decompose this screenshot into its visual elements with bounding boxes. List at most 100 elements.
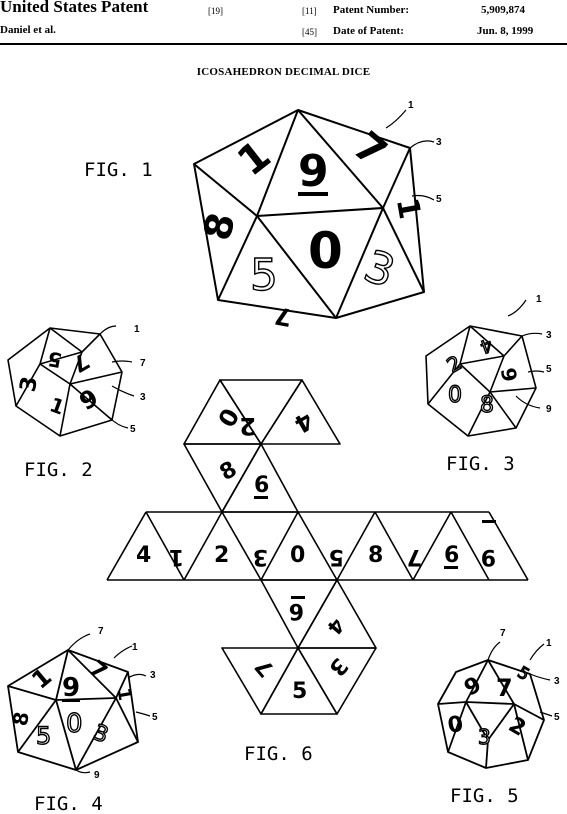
fig4-face-1b: 1 — [112, 686, 135, 702]
net-strip-4: 4 — [136, 543, 151, 568]
net-strip-2: 2 — [214, 543, 229, 568]
fig2-ref-5: 5 — [130, 424, 136, 435]
net-bottom-3: 3 — [323, 653, 352, 681]
net-top-6-underline — [254, 496, 268, 499]
net-top-2: 2 — [239, 412, 256, 440]
net-top-6: 6 — [254, 473, 269, 498]
fig3-ref-5: 5 — [546, 364, 552, 375]
net-strip-5: 5 — [329, 544, 344, 569]
reference-numerals: 1 3 5 1 7 3 5 1 3 5 9 7 1 3 5 9 7 1 3 5 — [94, 100, 560, 781]
fig4-ref-9: 9 — [94, 770, 100, 781]
fig4-face-1: 1 — [26, 662, 57, 694]
fig4-face-0: 0 — [66, 709, 83, 739]
fig4-face-3: 3 — [90, 720, 112, 748]
fig3-ref-3: 3 — [546, 330, 552, 341]
net-strip-9: 9 — [481, 544, 496, 569]
net-top-4: 4 — [289, 406, 317, 439]
fig1-face-0: 0 — [308, 222, 343, 280]
fig1-ref-3: 3 — [436, 137, 442, 148]
fig3-face-numbers: 2 4 0 8 9 — [442, 333, 522, 419]
fig3-ref-9: 9 — [546, 404, 552, 415]
fig1-ref-5: 5 — [436, 194, 442, 205]
fig1-ref-1: 1 — [408, 100, 414, 111]
fig3-face-9: 9 — [496, 366, 522, 384]
fig2-die — [7, 327, 123, 437]
net-strip-6: 6 — [444, 543, 459, 568]
number-code: [11] — [302, 6, 317, 16]
net-bottom-6: 6 — [289, 598, 304, 623]
net-strip-8: 8 — [368, 543, 383, 568]
fig5-ref-7: 7 — [500, 628, 506, 639]
fig6-label: FIG. 6 — [244, 743, 313, 765]
fig1-underline — [298, 192, 328, 196]
fig1-face-3: 3 — [358, 241, 402, 299]
fig4-label: FIG. 4 — [34, 793, 103, 814]
fig2-face-7: 7 — [67, 347, 93, 376]
fig2-ref-1: 1 — [134, 324, 140, 335]
date-code: [45] — [302, 27, 317, 37]
net-bottom-4: 4 — [322, 614, 349, 640]
net-bottom-6-overline — [291, 596, 305, 599]
fig5-face-7: 7 — [496, 674, 513, 702]
patent-title: ICOSAHEDRON DECIMAL DICE — [196, 66, 371, 78]
fig3-face-8: 8 — [480, 393, 494, 418]
fig5-ref-1: 1 — [546, 638, 552, 649]
fig2-face-3: 3 — [16, 375, 43, 394]
fig4-ref-3: 3 — [150, 670, 156, 681]
fig1-face-5: 5 — [250, 250, 278, 301]
fig5-ref-5: 5 — [554, 712, 560, 723]
fig4-face-numbers: 1 9 7 8 5 0 3 1 — [8, 656, 136, 751]
fig5-face-numbers: 9 7 5 0 3 2 — [446, 662, 534, 750]
fig5-die — [437, 659, 545, 769]
number-label: Patent Number: — [333, 4, 410, 16]
net-top-8: 8 — [216, 457, 242, 486]
header-rule — [0, 43, 567, 45]
net-strip-6-underline — [444, 566, 458, 569]
fig3-label: FIG. 3 — [446, 453, 515, 475]
figure-labels: FIG. 1 FIG. 2 FIG. 3 FIG. 4 FIG. 5 FIG. … — [24, 159, 519, 814]
net-strip-0: 0 — [290, 543, 305, 568]
fig4-underline — [62, 699, 80, 702]
fig1-label: FIG. 1 — [84, 159, 153, 181]
fig2-face-9: 9 — [75, 384, 103, 417]
leader-lines — [67, 109, 553, 774]
net-strip-1: 1 — [169, 544, 184, 569]
fig6-net — [106, 379, 529, 715]
net-strip-3: 3 — [253, 544, 268, 569]
fig4-face-8: 8 — [8, 710, 34, 728]
net-bottom-5: 5 — [292, 679, 307, 704]
office-code: [19] — [208, 6, 223, 16]
inventors: Daniel et al. — [0, 24, 56, 36]
fig1-face-1b: 1 — [389, 195, 427, 222]
fig5-label: FIG. 5 — [450, 785, 519, 807]
fig6-face-numbers: 0 2 4 8 6 4 1 2 3 0 5 8 7 6 9 6 4 7 5 3 — [136, 404, 496, 704]
fig1-face-9: 9 — [298, 146, 329, 197]
fig2-ref-7: 7 — [140, 358, 146, 369]
patent-office: United States Patent — [0, 0, 149, 16]
date-label: Date of Patent: — [333, 25, 404, 37]
fig5-ref-3: 3 — [554, 676, 560, 687]
fig5-face-3: 3 — [478, 725, 491, 749]
fig3-face-0: 0 — [448, 383, 462, 408]
patent-number: 5,909,874 — [481, 4, 525, 16]
fig4-ref-1: 1 — [132, 642, 138, 653]
fig2-face-numbers: 5 7 3 1 9 — [16, 346, 103, 419]
fig5-face-0: 0 — [446, 712, 465, 739]
net-strip-9-overline — [482, 520, 496, 523]
fig4-face-9: 9 — [62, 673, 80, 703]
fig5-face-2: 2 — [504, 712, 530, 741]
fig1-face-7b: 7 — [273, 301, 294, 331]
fig3-die — [425, 325, 537, 437]
fig2-face-5: 5 — [46, 346, 64, 372]
fig1-face-8: 8 — [195, 208, 244, 244]
fig2-ref-3: 3 — [140, 392, 146, 403]
fig4-face-5: 5 — [36, 722, 51, 750]
fig5-face-9: 9 — [460, 672, 486, 701]
patent-date: Jun. 8, 1999 — [477, 25, 534, 37]
net-strip-7: 7 — [407, 544, 422, 569]
fig3-face-4: 4 — [477, 334, 495, 358]
fig4-face-7: 7 — [84, 656, 112, 685]
fig1-face-7: 7 — [344, 123, 395, 176]
fig4-ref-7: 7 — [98, 626, 104, 637]
